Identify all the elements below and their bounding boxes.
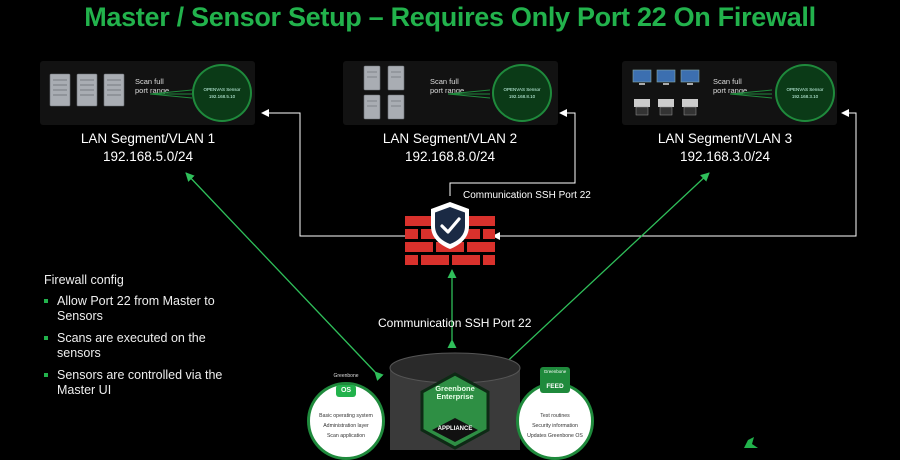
firewall-config-heading: Firewall config xyxy=(44,273,124,287)
os-label: OS xyxy=(336,385,356,397)
list-item: Allow Port 22 from Master to Sensors xyxy=(44,294,249,324)
server-icon xyxy=(363,65,405,120)
server-rack-icon xyxy=(49,73,125,107)
connection-label-top: Communication SSH Port 22 xyxy=(463,190,591,201)
feed-circle: Test routines Security information Updat… xyxy=(516,382,594,460)
green-arrow-seg1 xyxy=(185,172,384,381)
feed-badge xyxy=(540,367,570,393)
workstation-icon xyxy=(632,69,700,116)
appliance-hexagon xyxy=(420,372,490,450)
scan-rays-icon xyxy=(730,89,772,99)
green-arrow-seg3 xyxy=(489,172,710,379)
scan-rays-icon xyxy=(448,89,490,99)
list-item: Scans are executed on the sensors xyxy=(44,331,249,361)
connection-label-bottom: Communication SSH Port 22 xyxy=(378,316,532,330)
sensor-badge-3: OPENVAS Sensor 192.168.3.10 xyxy=(775,64,835,122)
feed-label: FEED xyxy=(546,383,564,390)
list-item: Sensors are controlled via the Master UI xyxy=(44,368,249,398)
greenbone-logo-icon xyxy=(744,437,758,448)
appliance-label: APPLIANCE xyxy=(437,426,473,432)
sensor-badge-1: OPENVAS Sensor 192.168.5.10 xyxy=(192,64,252,122)
feed-brand: Greenbone xyxy=(543,369,567,374)
os-brand: Greenbone xyxy=(333,373,359,379)
firewall-config-list: Allow Port 22 from Master to Sensors Sca… xyxy=(44,294,249,405)
firewall-icon xyxy=(405,202,495,265)
page-title: Master / Sensor Setup – Requires Only Po… xyxy=(84,2,816,32)
scan-rays-icon xyxy=(150,89,192,99)
sensor-badge-2: OPENVAS Sensor 192.168.8.10 xyxy=(492,64,552,122)
connection-lines xyxy=(185,109,857,381)
